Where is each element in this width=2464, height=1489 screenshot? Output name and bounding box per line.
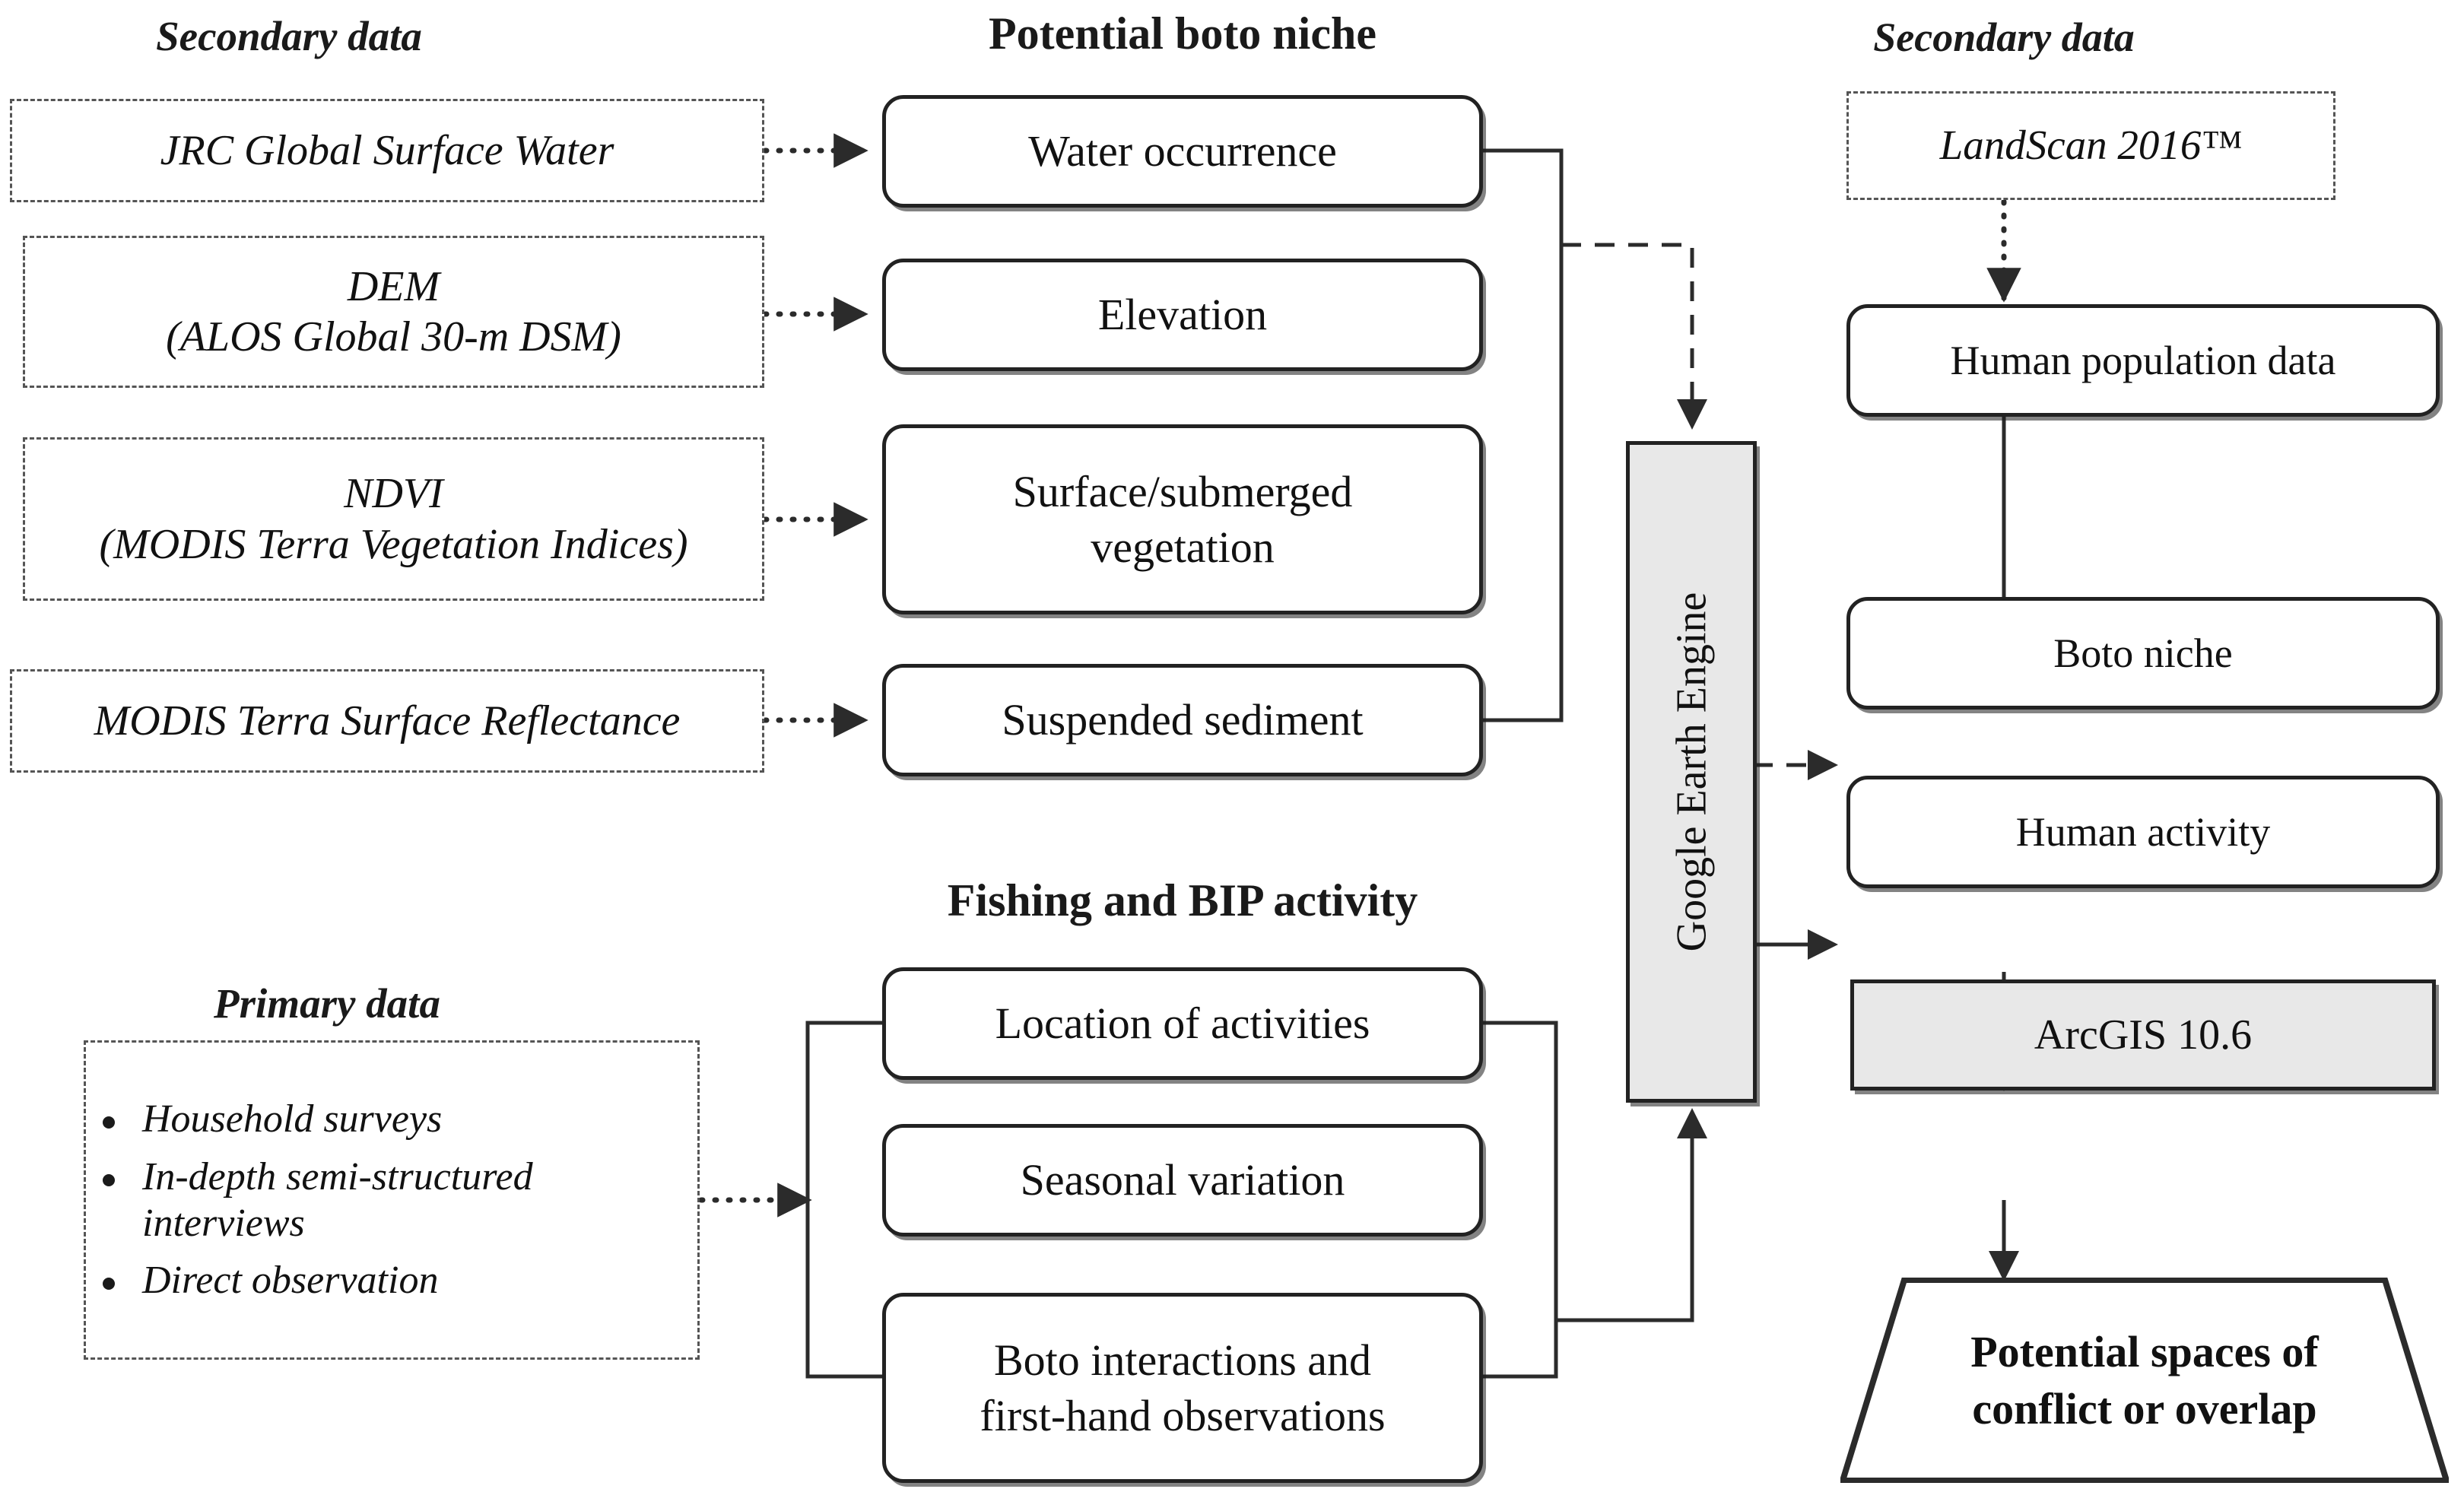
activity-label: Seasonal variation [1020, 1155, 1345, 1205]
source-label: NDVI [344, 470, 443, 518]
right-box-label: Human activity [2015, 808, 2271, 855]
right-box-boto-niche[interactable]: Boto niche [1846, 597, 2440, 710]
engine-label: Google Earth Engine [1668, 592, 1715, 952]
bracket-activity-right [1479, 1021, 1558, 1379]
activity-box-seasonal-variation[interactable]: Seasonal variation [882, 1124, 1483, 1237]
list-item: Household surveys [86, 1096, 697, 1142]
right-box-human-activity[interactable]: Human activity [1846, 776, 2440, 888]
right-box-label: Boto niche [2053, 630, 2233, 676]
arcgis-label: ArcGIS 10.6 [2034, 1011, 2253, 1059]
caption-fishing-bip-activity: Fishing and BIP activity [947, 875, 1418, 925]
right-box-human-population-data[interactable]: Human population data [1846, 304, 2440, 417]
niche-box-water-occurrence[interactable]: Water occurrence [882, 95, 1483, 208]
list-item: Direct observation [86, 1257, 697, 1303]
niche-box-surface-submerged-vegetation[interactable]: Surface/submerged vegetation [882, 424, 1483, 614]
source-box-landscan-2016[interactable]: LandScan 2016™ [1846, 91, 2335, 200]
activity-label: Boto interactions and [993, 1335, 1372, 1385]
source-box-ndvi[interactable]: NDVI (MODIS Terra Vegetation Indices) [23, 437, 764, 601]
source-box-modis-terra-surface-reflectance[interactable]: MODIS Terra Surface Reflectance [10, 669, 764, 773]
niche-label: Suspended sediment [1002, 695, 1364, 745]
activity-box-boto-interactions[interactable]: Boto interactions and first-hand observa… [882, 1293, 1483, 1483]
source-label: DEM [347, 262, 440, 310]
output-sublabel: conflict or overlap [1972, 1384, 2317, 1433]
activity-label: Location of activities [995, 998, 1370, 1049]
source-label: LandScan 2016™ [1939, 122, 2243, 169]
trapezoid-outline [1840, 1278, 2449, 1483]
trapezoid-shape [1840, 1278, 2449, 1483]
link-activity-to-engine [1556, 1108, 1707, 1322]
niche-box-suspended-sediment[interactable]: Suspended sediment [882, 664, 1483, 776]
niche-box-elevation[interactable]: Elevation [882, 259, 1483, 371]
primary-data-box[interactable]: Household surveys In-depth semi-structur… [84, 1040, 700, 1360]
right-box-label: Human population data [1950, 337, 2336, 383]
caption-secondary-data-left: Secondary data [156, 13, 422, 59]
source-label: MODIS Terra Surface Reflectance [94, 697, 681, 744]
niche-label: Surface/submerged [1012, 466, 1353, 516]
primary-data-bullet-list: Household surveys In-depth semi-structur… [86, 1085, 697, 1314]
source-label: JRC Global Surface Water [160, 126, 614, 174]
bracket-activity-left [805, 1021, 882, 1379]
caption-primary-data: Primary data [214, 980, 440, 1027]
google-earth-engine-box[interactable]: Google Earth Engine [1626, 441, 1757, 1103]
source-box-jrc-global-surface-water[interactable]: JRC Global Surface Water [10, 99, 764, 202]
output-label: Potential spaces of [1970, 1326, 2319, 1376]
niche-label: Water occurrence [1028, 126, 1337, 176]
source-sublabel: (MODIS Terra Vegetation Indices) [99, 520, 688, 568]
niche-sublabel: vegetation [1091, 522, 1275, 572]
arcgis-box[interactable]: ArcGIS 10.6 [1850, 979, 2436, 1091]
source-sublabel: (ALOS Global 30-m DSM) [166, 313, 621, 360]
caption-secondary-data-right: Secondary data [1873, 14, 2135, 60]
activity-box-location-of-activities[interactable]: Location of activities [882, 967, 1483, 1080]
niche-label: Elevation [1097, 290, 1268, 340]
caption-potential-boto-niche: Potential boto niche [989, 8, 1376, 59]
source-box-dem[interactable]: DEM (ALOS Global 30-m DSM) [23, 236, 764, 388]
link-niche-to-engine [1561, 243, 1707, 430]
list-item: In-depth semi-structured interviews [86, 1154, 697, 1247]
output-trapezoid[interactable]: Potential spaces of conflict or overlap [1840, 1278, 2449, 1483]
activity-sublabel: first-hand observations [980, 1391, 1386, 1440]
bracket-niche-right [1479, 148, 1564, 722]
output-label-wrap: Potential spaces of conflict or overlap [1970, 1323, 2319, 1438]
